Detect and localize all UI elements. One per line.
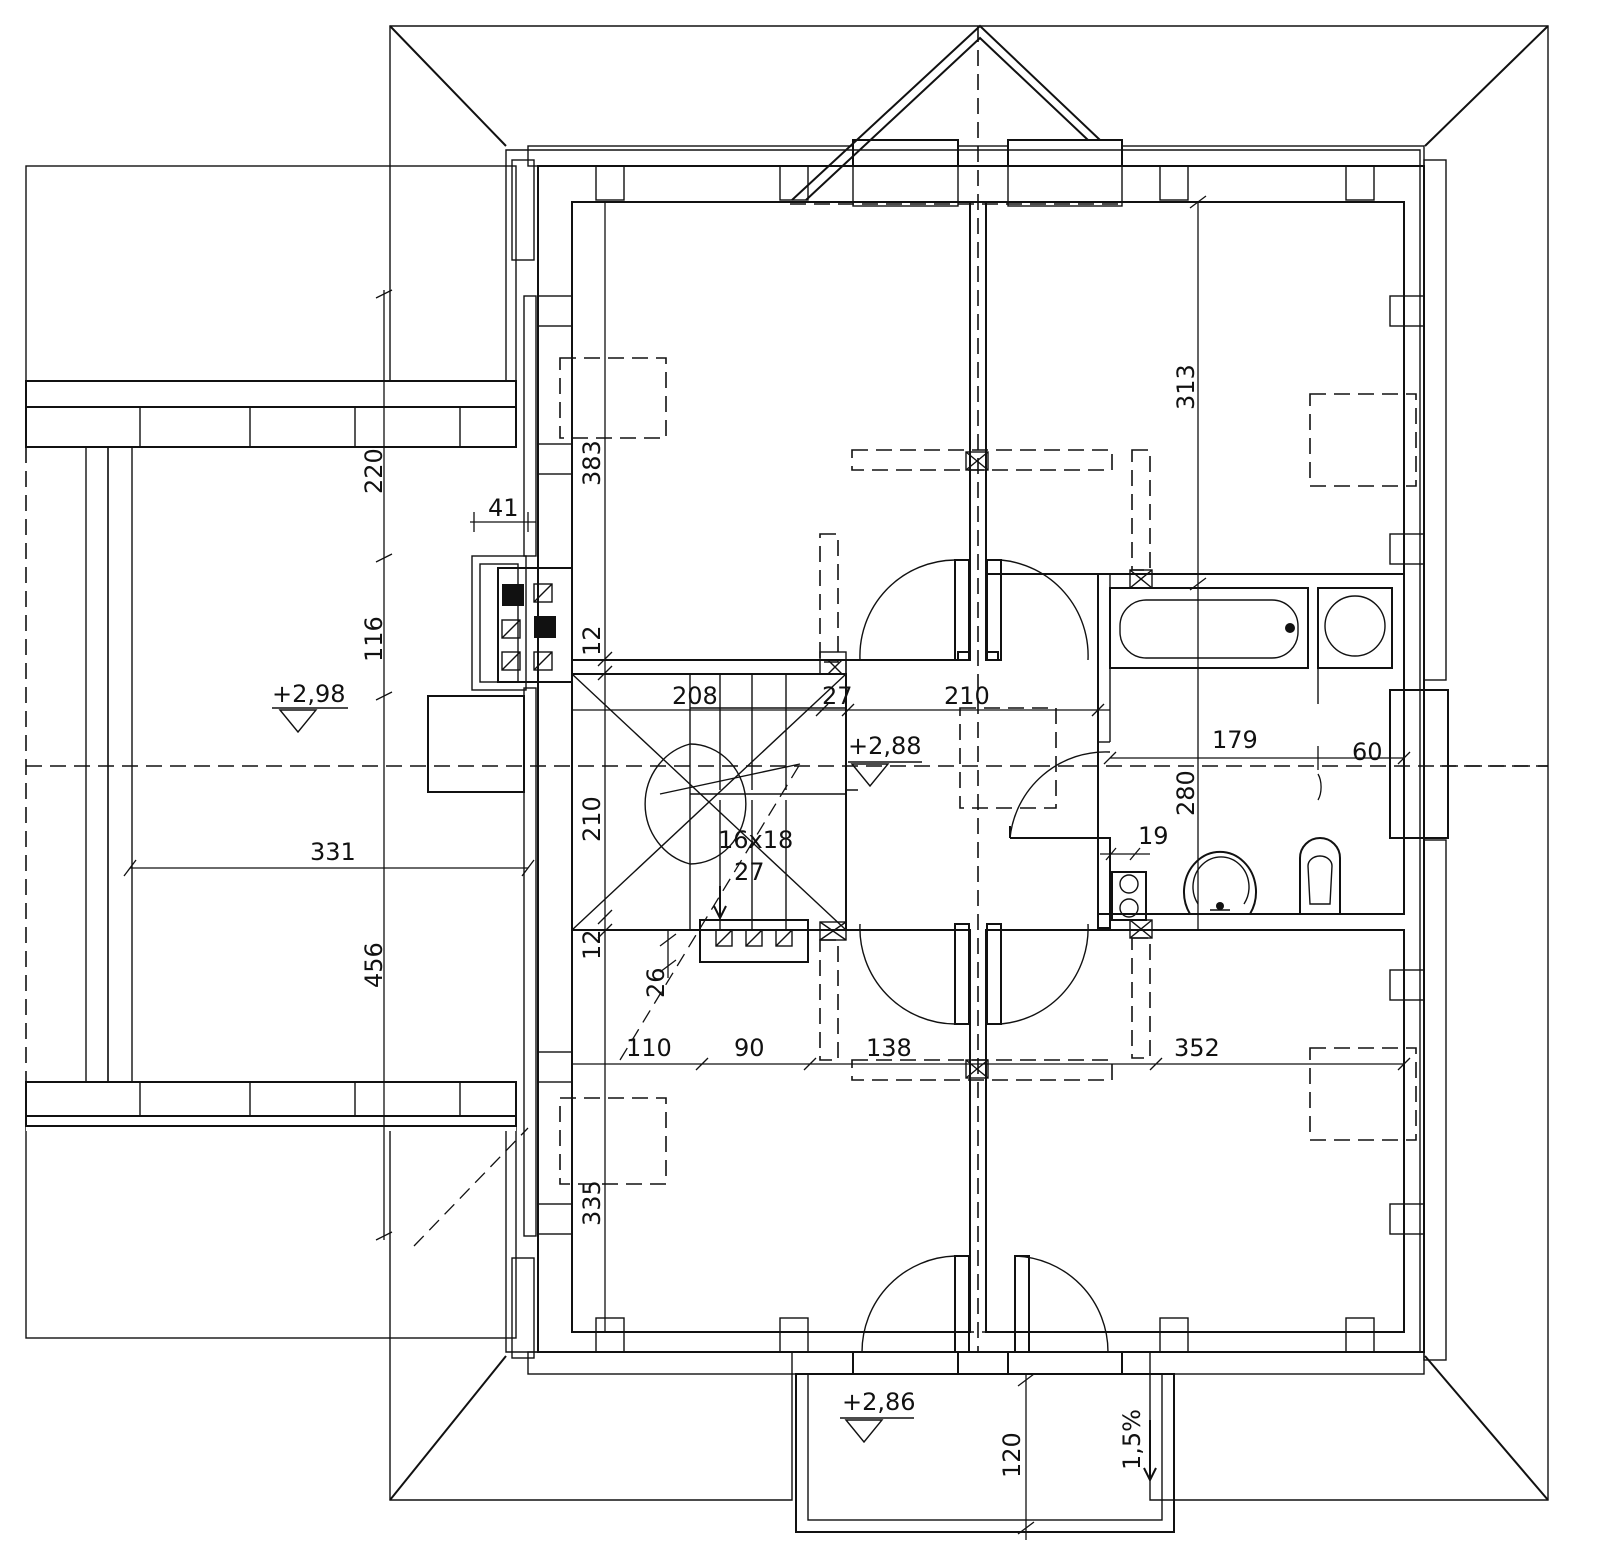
chimney	[427, 567, 573, 793]
dim-220: 220	[360, 448, 388, 494]
elevation-left-terrace: +2,98	[272, 680, 346, 708]
left-terrace	[25, 380, 1548, 1131]
dim-179: 179	[1212, 726, 1258, 754]
dim-208: 208	[672, 682, 718, 710]
dim-210-vertical: 210	[578, 796, 606, 842]
dim-280: 280	[1172, 770, 1200, 816]
dim-331: 331	[310, 838, 356, 866]
stairs-steps: 16x18	[718, 826, 793, 854]
dashed-overhead	[559, 26, 1548, 1352]
dimension-lines	[123, 195, 1411, 1540]
interior-walls	[571, 201, 1405, 1333]
dim-335: 335	[578, 1180, 606, 1226]
dim-60: 60	[1352, 738, 1383, 766]
dim-41: 41	[488, 494, 519, 522]
dim-19: 19	[1138, 822, 1169, 850]
elevation-hall: +2,88	[848, 732, 922, 760]
dim-210-horizontal: 210	[944, 682, 990, 710]
dim-12-bottom: 12	[578, 929, 606, 960]
dim-383: 383	[578, 440, 606, 486]
dim-120: 120	[998, 1432, 1026, 1478]
bathroom-fixtures	[1109, 587, 1393, 921]
text-labels: +2,98 +2,88 +2,86 41 220 116 331 456 383…	[272, 364, 1383, 1478]
elevation-markers	[272, 707, 922, 1444]
slope-label: 1,5%	[1118, 1409, 1146, 1470]
dim-12-top: 12	[578, 625, 606, 656]
elevation-balcony: +2,86	[842, 1388, 916, 1416]
exterior-walls	[471, 139, 1449, 1375]
dim-352: 352	[1174, 1034, 1220, 1062]
dim-110: 110	[626, 1034, 672, 1062]
balcony	[795, 1373, 1175, 1533]
dim-456: 456	[360, 942, 388, 988]
stairs-tread: 27	[734, 858, 765, 886]
dim-27: 27	[822, 682, 853, 710]
dim-90: 90	[734, 1034, 765, 1062]
dim-26: 26	[642, 967, 670, 998]
dim-138: 138	[866, 1034, 912, 1062]
dim-116: 116	[360, 616, 388, 662]
dim-313: 313	[1172, 364, 1200, 410]
doors	[859, 559, 1111, 1353]
